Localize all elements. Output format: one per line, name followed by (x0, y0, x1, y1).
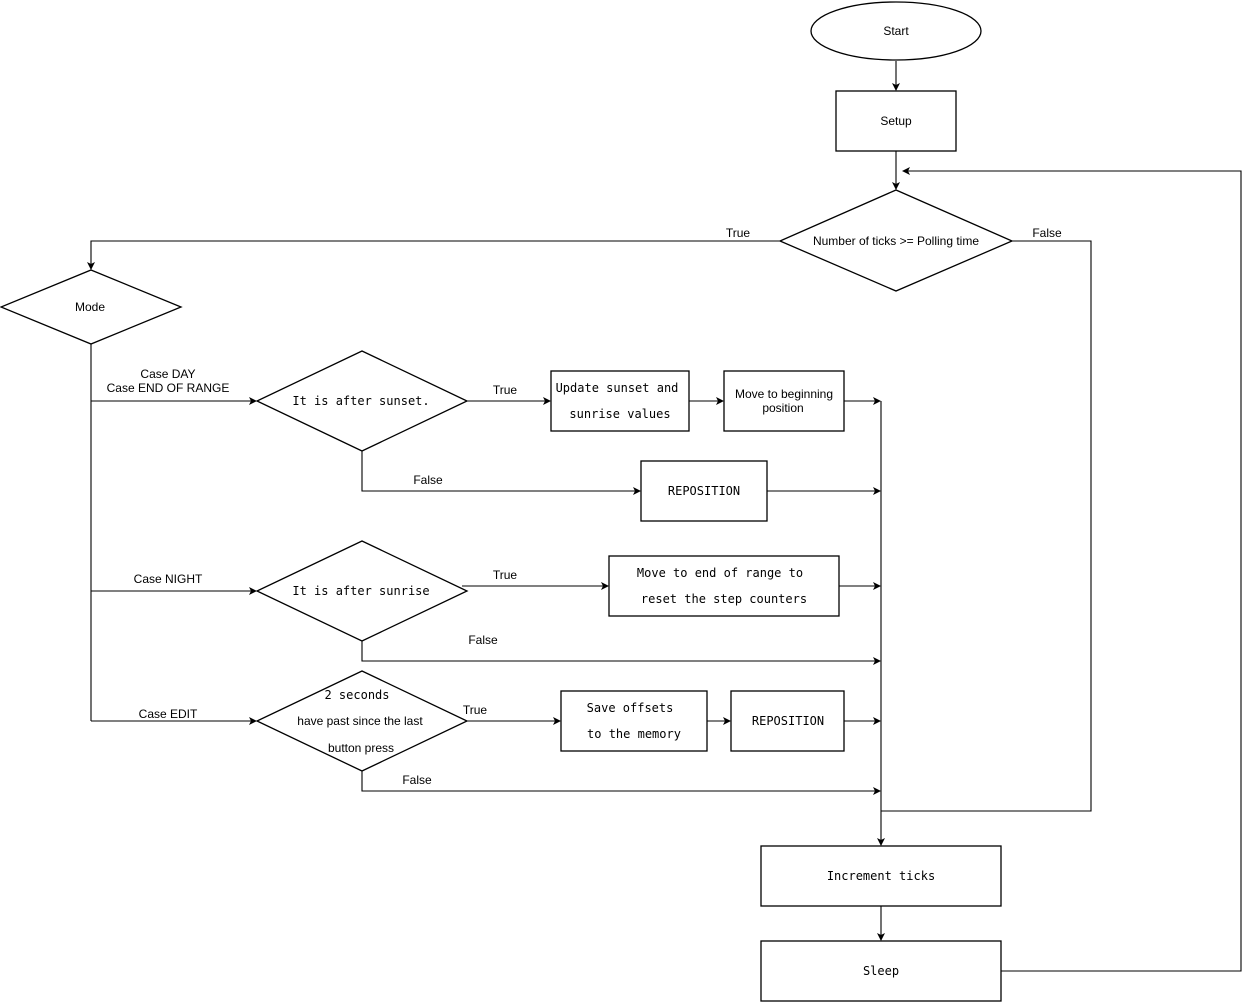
after-sunrise-label: It is after sunrise (292, 584, 429, 598)
start-label: Start (883, 24, 909, 38)
sunset-true-label: True (493, 383, 518, 397)
sunset-false-label: False (413, 473, 443, 487)
sunrise-true-label: True (493, 568, 518, 582)
start-node: Start (810, 1, 982, 61)
move-beginning-line1: Move to beginning (735, 387, 833, 401)
polling-false-label: False (1032, 226, 1062, 240)
move-end-node: Move to end of range to reset the step c… (608, 555, 840, 617)
case-day-label: Case DAY (140, 367, 195, 381)
edit-false-label: False (402, 773, 432, 787)
after-sunset-decision: It is after sunset. (255, 350, 469, 452)
two-seconds-line3: button press (328, 741, 394, 755)
two-seconds-line2: have past since the last (297, 714, 423, 728)
two-seconds-decision: 2 seconds have past since the last butto… (255, 670, 469, 772)
connectors (87, 61, 1242, 972)
case-night-label: Case NIGHT (134, 572, 203, 586)
save-offsets-node: Save offsets to the memory (560, 690, 708, 752)
case-edit-label: Case EDIT (139, 707, 198, 721)
polling-label: Number of ticks >= Polling time (813, 234, 979, 248)
after-sunrise-decision: It is after sunrise (255, 540, 469, 642)
reposition-node-1: REPOSITION (640, 460, 768, 522)
save-offsets-line2: to the memory (587, 727, 681, 741)
move-end-line1: Move to end of range to (637, 566, 803, 580)
polling-decision: Number of ticks >= Polling time (778, 189, 1014, 292)
mode-label: Mode (75, 300, 105, 314)
after-sunset-label: It is after sunset. (292, 394, 429, 408)
setup-label: Setup (880, 114, 912, 128)
update-values-line2: sunrise values (569, 407, 670, 421)
reposition-label-2: REPOSITION (752, 714, 824, 728)
setup-node: Setup (835, 90, 957, 152)
move-end-line2: reset the step counters (641, 592, 807, 606)
edit-true-label: True (463, 703, 488, 717)
case-end-label: Case END OF RANGE (107, 381, 230, 395)
two-seconds-line1: 2 seconds (324, 688, 389, 702)
update-values-node: Update sunset and sunrise values (550, 370, 690, 432)
increment-label: Increment ticks (827, 869, 935, 883)
mode-decision: Mode (0, 269, 183, 345)
increment-node: Increment ticks (760, 845, 1002, 907)
sleep-node: Sleep (760, 940, 1002, 1002)
edge-labels: True False Case DAY Case END OF RANGE Ca… (107, 226, 1062, 787)
update-values-line1: Update sunset and (556, 381, 679, 395)
move-beginning-node: Move to beginning position (723, 370, 845, 432)
sleep-label: Sleep (863, 964, 899, 978)
move-beginning-line2: position (762, 401, 803, 415)
sunrise-false-label: False (468, 633, 498, 647)
reposition-label-1: REPOSITION (668, 484, 740, 498)
polling-true-label: True (726, 226, 751, 240)
reposition-node-2: REPOSITION (730, 690, 845, 752)
save-offsets-line1: Save offsets (587, 701, 674, 715)
